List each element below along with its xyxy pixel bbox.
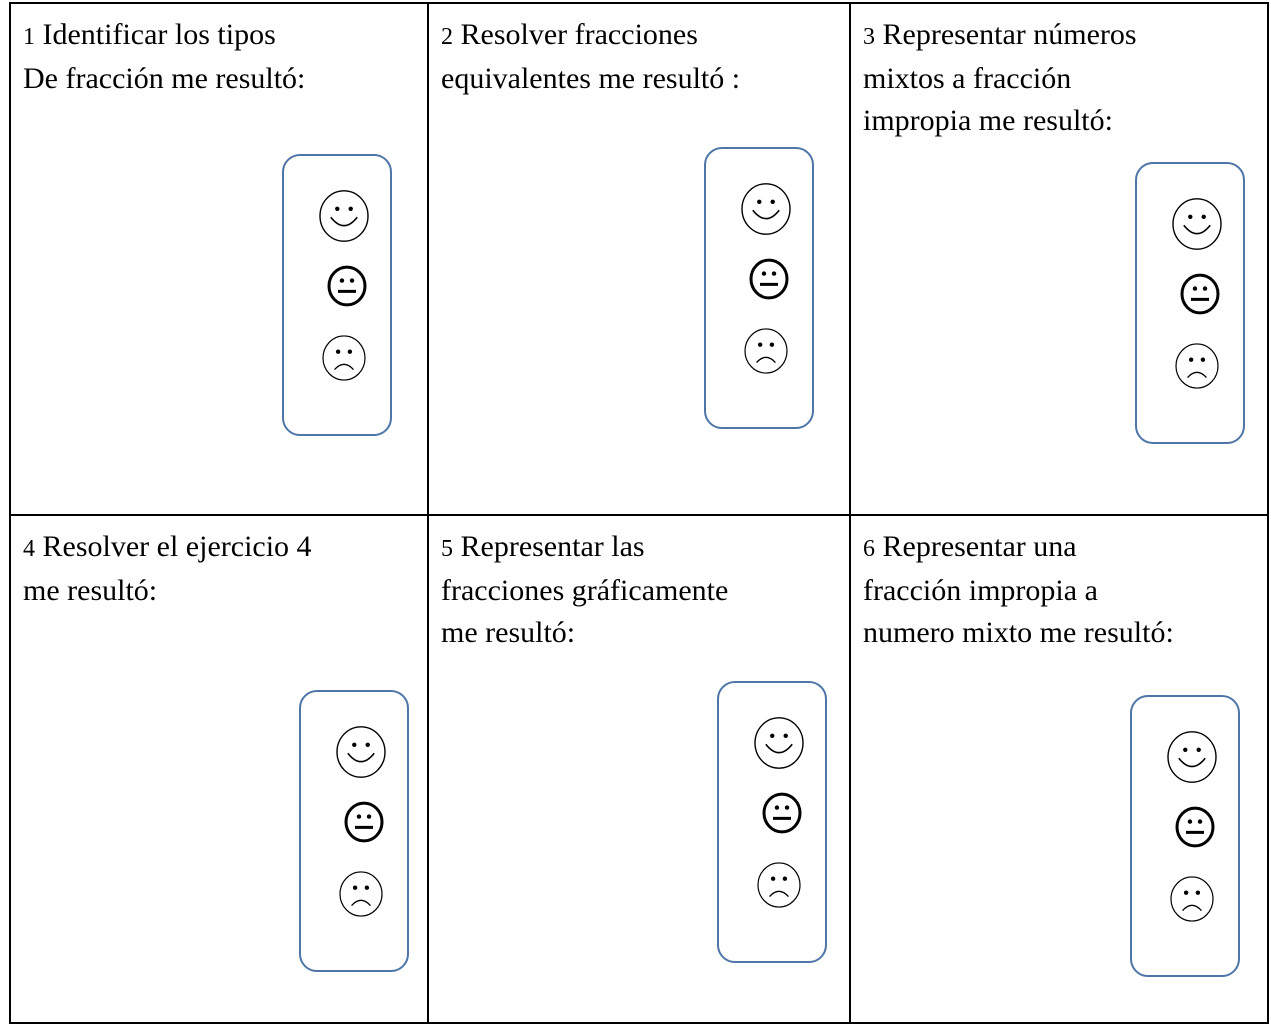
neutral-face-icon[interactable]: [749, 258, 789, 300]
neutral-face-icon[interactable]: [344, 801, 384, 843]
rating-card[interactable]: [1135, 162, 1245, 444]
sad-face-icon[interactable]: [757, 862, 801, 908]
item-number: 2: [441, 24, 453, 50]
smiley-face-icon[interactable]: [319, 190, 369, 242]
neutral-face-icon[interactable]: [1175, 806, 1215, 848]
smiley-face-icon[interactable]: [741, 183, 791, 235]
sad-face-icon[interactable]: [1175, 343, 1219, 389]
prompt-line: fracciones gráficamente: [441, 574, 729, 607]
neutral-face-icon[interactable]: [1180, 273, 1220, 315]
cell-prompt: 4 Resolver el ejercicio 4 me resultó:: [23, 526, 439, 612]
cell-prompt: 6 Representar una fracción impropia a nu…: [863, 526, 1271, 654]
smiley-face-icon[interactable]: [1167, 731, 1217, 783]
neutral-face-icon[interactable]: [762, 792, 802, 834]
smiley-face-icon[interactable]: [336, 726, 386, 778]
column-divider: [849, 4, 851, 1022]
table-cell-4: 4 Resolver el ejercicio 4 me resultó:: [11, 516, 427, 1024]
cell-prompt: 2 Resolver fracciones equivalentes me re…: [441, 14, 861, 100]
self-evaluation-table: 1 Identificar los tipos De fracción me r…: [9, 2, 1269, 1024]
table-cell-5: 5 Representar las fracciones gráficament…: [429, 516, 849, 1024]
rating-faces: [319, 190, 369, 381]
prompt-line: mixtos a fracción: [863, 62, 1072, 95]
rating-card[interactable]: [1130, 695, 1240, 977]
prompt-line: Identificar los tipos: [42, 18, 276, 51]
rating-card[interactable]: [704, 147, 814, 429]
cell-prompt: 1 Identificar los tipos De fracción me r…: [23, 14, 439, 100]
cell-prompt: 5 Representar las fracciones gráficament…: [441, 526, 861, 654]
prompt-line: Resolver fracciones: [460, 18, 698, 51]
prompt-line: me resultó:: [441, 616, 576, 649]
rating-card[interactable]: [717, 681, 827, 963]
table-cell-1: 1 Identificar los tipos De fracción me r…: [11, 4, 427, 514]
prompt-line: Representar una: [882, 530, 1077, 563]
table-cell-3: 3 Representar números mixtos a fracción …: [851, 4, 1269, 514]
table-cell-2: 2 Resolver fracciones equivalentes me re…: [429, 4, 849, 514]
sad-face-icon[interactable]: [744, 328, 788, 374]
smiley-face-icon[interactable]: [754, 717, 804, 769]
sad-face-icon[interactable]: [339, 871, 383, 917]
item-number: 4: [23, 536, 35, 562]
prompt-line: numero mixto me resultó:: [863, 616, 1174, 649]
cell-prompt: 3 Representar números mixtos a fracción …: [863, 14, 1271, 142]
item-number: 3: [863, 24, 875, 50]
prompt-line: De fracción me resultó:: [23, 62, 306, 95]
rating-faces: [754, 717, 804, 908]
item-number: 5: [441, 536, 453, 562]
row-divider: [11, 514, 1267, 516]
rating-faces: [336, 726, 386, 917]
neutral-face-icon[interactable]: [327, 265, 367, 307]
sad-face-icon[interactable]: [1170, 876, 1214, 922]
prompt-line: equivalentes me resultó :: [441, 62, 741, 95]
prompt-line: impropia me resultó:: [863, 104, 1113, 137]
prompt-line: me resultó:: [23, 574, 158, 607]
rating-faces: [1167, 731, 1217, 922]
table-cell-6: 6 Representar una fracción impropia a nu…: [851, 516, 1269, 1024]
prompt-line: fracción impropia a: [863, 574, 1098, 607]
column-divider: [427, 4, 429, 1022]
smiley-face-icon[interactable]: [1172, 198, 1222, 250]
rating-card[interactable]: [282, 154, 392, 436]
item-number: 1: [23, 24, 35, 50]
rating-faces: [1172, 198, 1222, 389]
rating-faces: [741, 183, 791, 374]
sad-face-icon[interactable]: [322, 335, 366, 381]
prompt-line: Representar las: [460, 530, 645, 563]
item-number: 6: [863, 536, 875, 562]
prompt-line: Resolver el ejercicio 4: [42, 530, 312, 563]
rating-card[interactable]: [299, 690, 409, 972]
prompt-line: Representar números: [882, 18, 1137, 51]
